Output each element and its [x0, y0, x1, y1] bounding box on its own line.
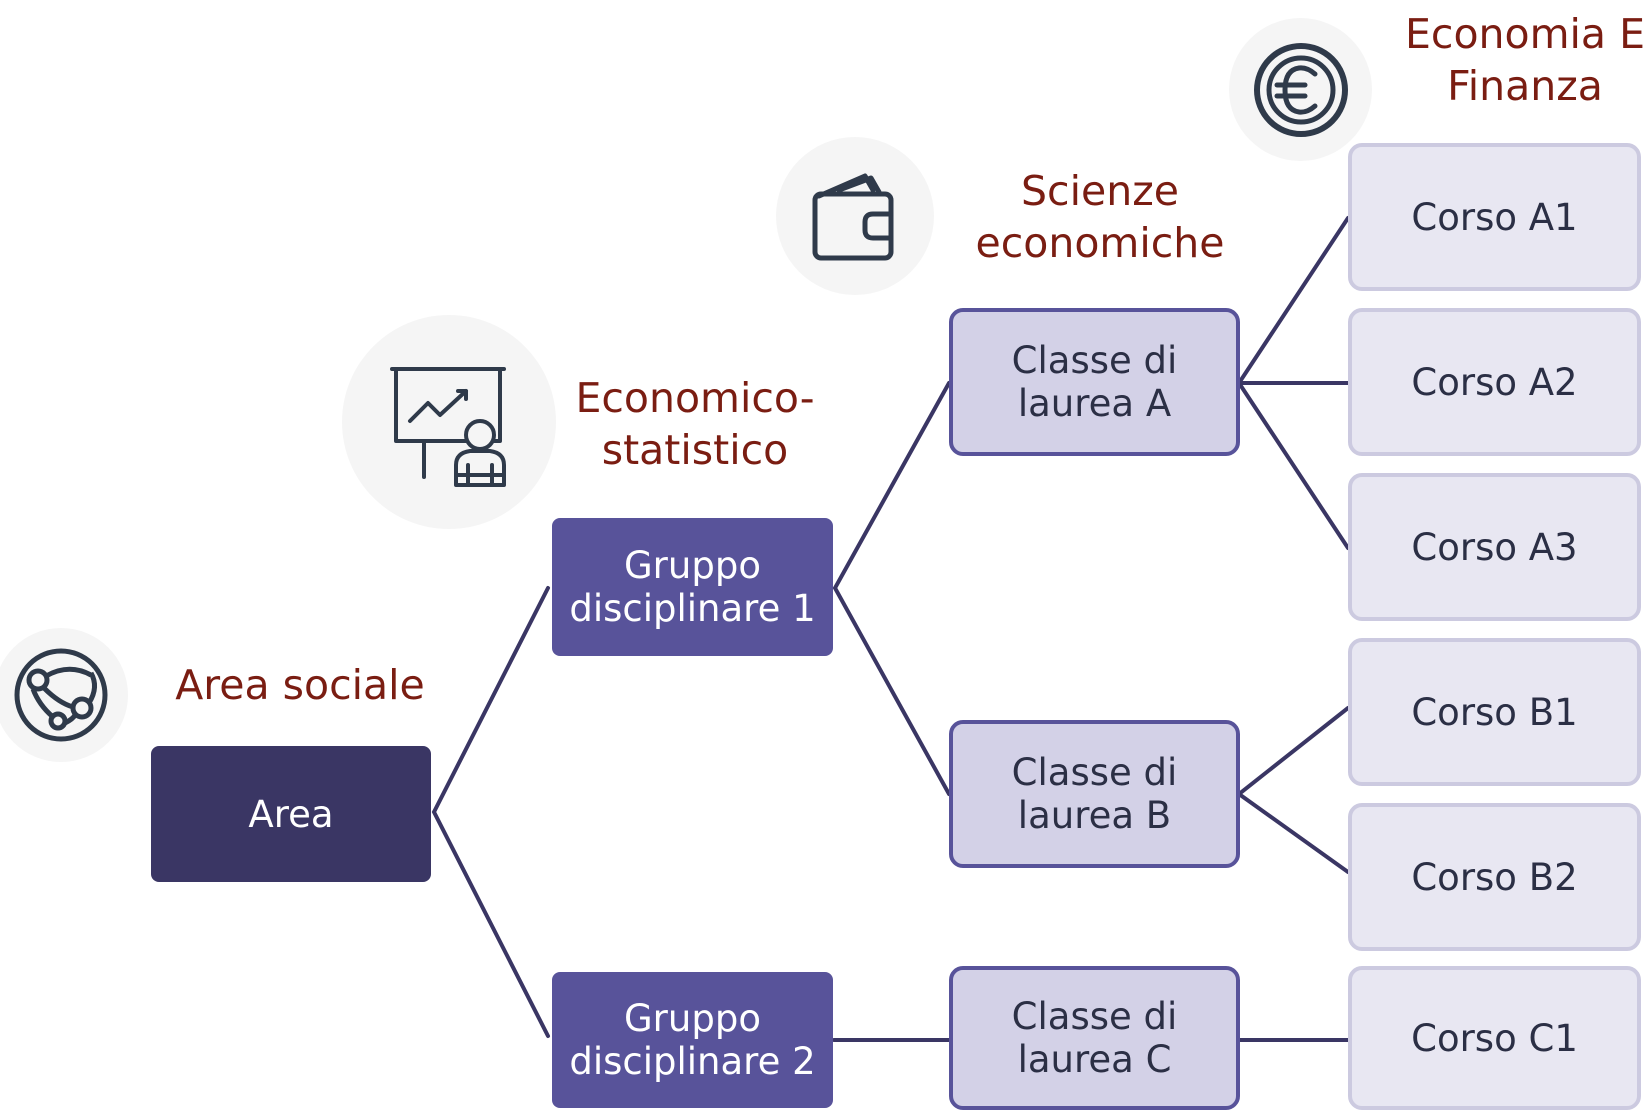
node-corso-c1: Corso C1 — [1348, 966, 1641, 1110]
node-classe-di-laurea-b: Classe di laurea B — [949, 720, 1240, 868]
node-classe-di-laurea-c: Classe di laurea C — [949, 966, 1240, 1110]
presentation-chart-icon — [342, 315, 556, 529]
caption-area-sociale: Area sociale — [175, 661, 425, 709]
node-classe-di-laurea-a: Classe di laurea A — [949, 308, 1240, 456]
caption-economia-e-finanza: Economia E Finanza — [1405, 10, 1645, 110]
node-corso-b2: Corso B2 — [1348, 803, 1641, 951]
node-corso-a1: Corso A1 — [1348, 143, 1641, 291]
node-gruppo-disciplinare-1: Gruppo disciplinare 1 — [552, 518, 833, 656]
caption-economico-statistico: Economico- statistico — [575, 374, 815, 474]
node-corso-a3: Corso A3 — [1348, 473, 1641, 621]
node-corso-a2: Corso A2 — [1348, 308, 1641, 456]
network-globe-icon — [0, 628, 128, 762]
caption-scienze-economiche: Scienze economiche — [975, 167, 1225, 267]
connector-gruppo1-classi — [832, 381, 951, 796]
connector-area-gruppo-1 — [431, 586, 550, 1038]
node-gruppo-disciplinare-2: Gruppo disciplinare 2 — [552, 972, 833, 1108]
wallet-icon — [776, 137, 934, 295]
euro-coin-icon — [1229, 18, 1372, 161]
node-corso-b1: Corso B1 — [1348, 638, 1641, 786]
node-area: Area — [151, 746, 431, 882]
connector-classe-b-corsi — [1235, 706, 1350, 874]
